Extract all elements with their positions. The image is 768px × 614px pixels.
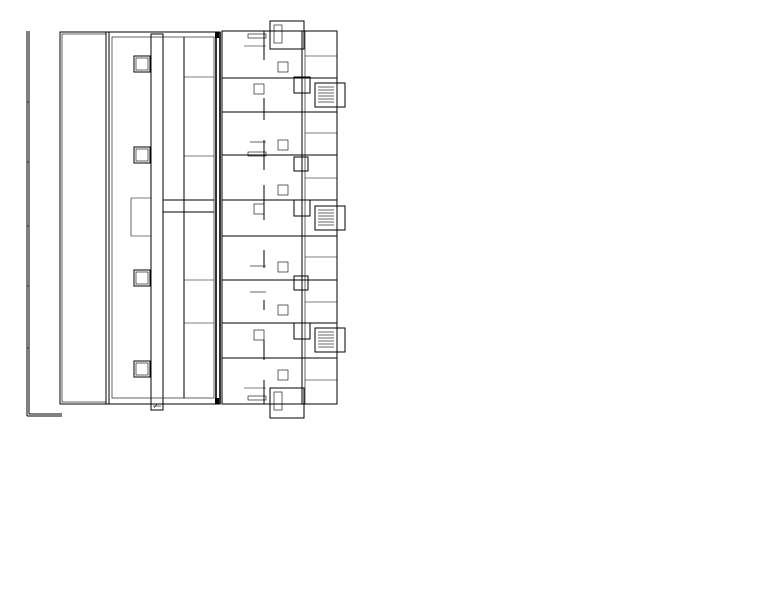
unit-block [221,30,338,405]
fixtures [244,33,289,401]
service-cores [269,20,311,419]
square-opening [133,55,151,73]
west-wall-strip [26,31,62,417]
stair-core [314,82,346,108]
square-opening [133,360,151,378]
square-opening [133,269,151,287]
left-block [59,31,221,405]
stair-core [314,205,346,231]
stair-cores [314,82,346,353]
square-openings [133,55,151,378]
corridor-strip [130,33,214,411]
stair-core [314,327,346,353]
square-opening [133,146,151,164]
colonnade [183,32,221,404]
